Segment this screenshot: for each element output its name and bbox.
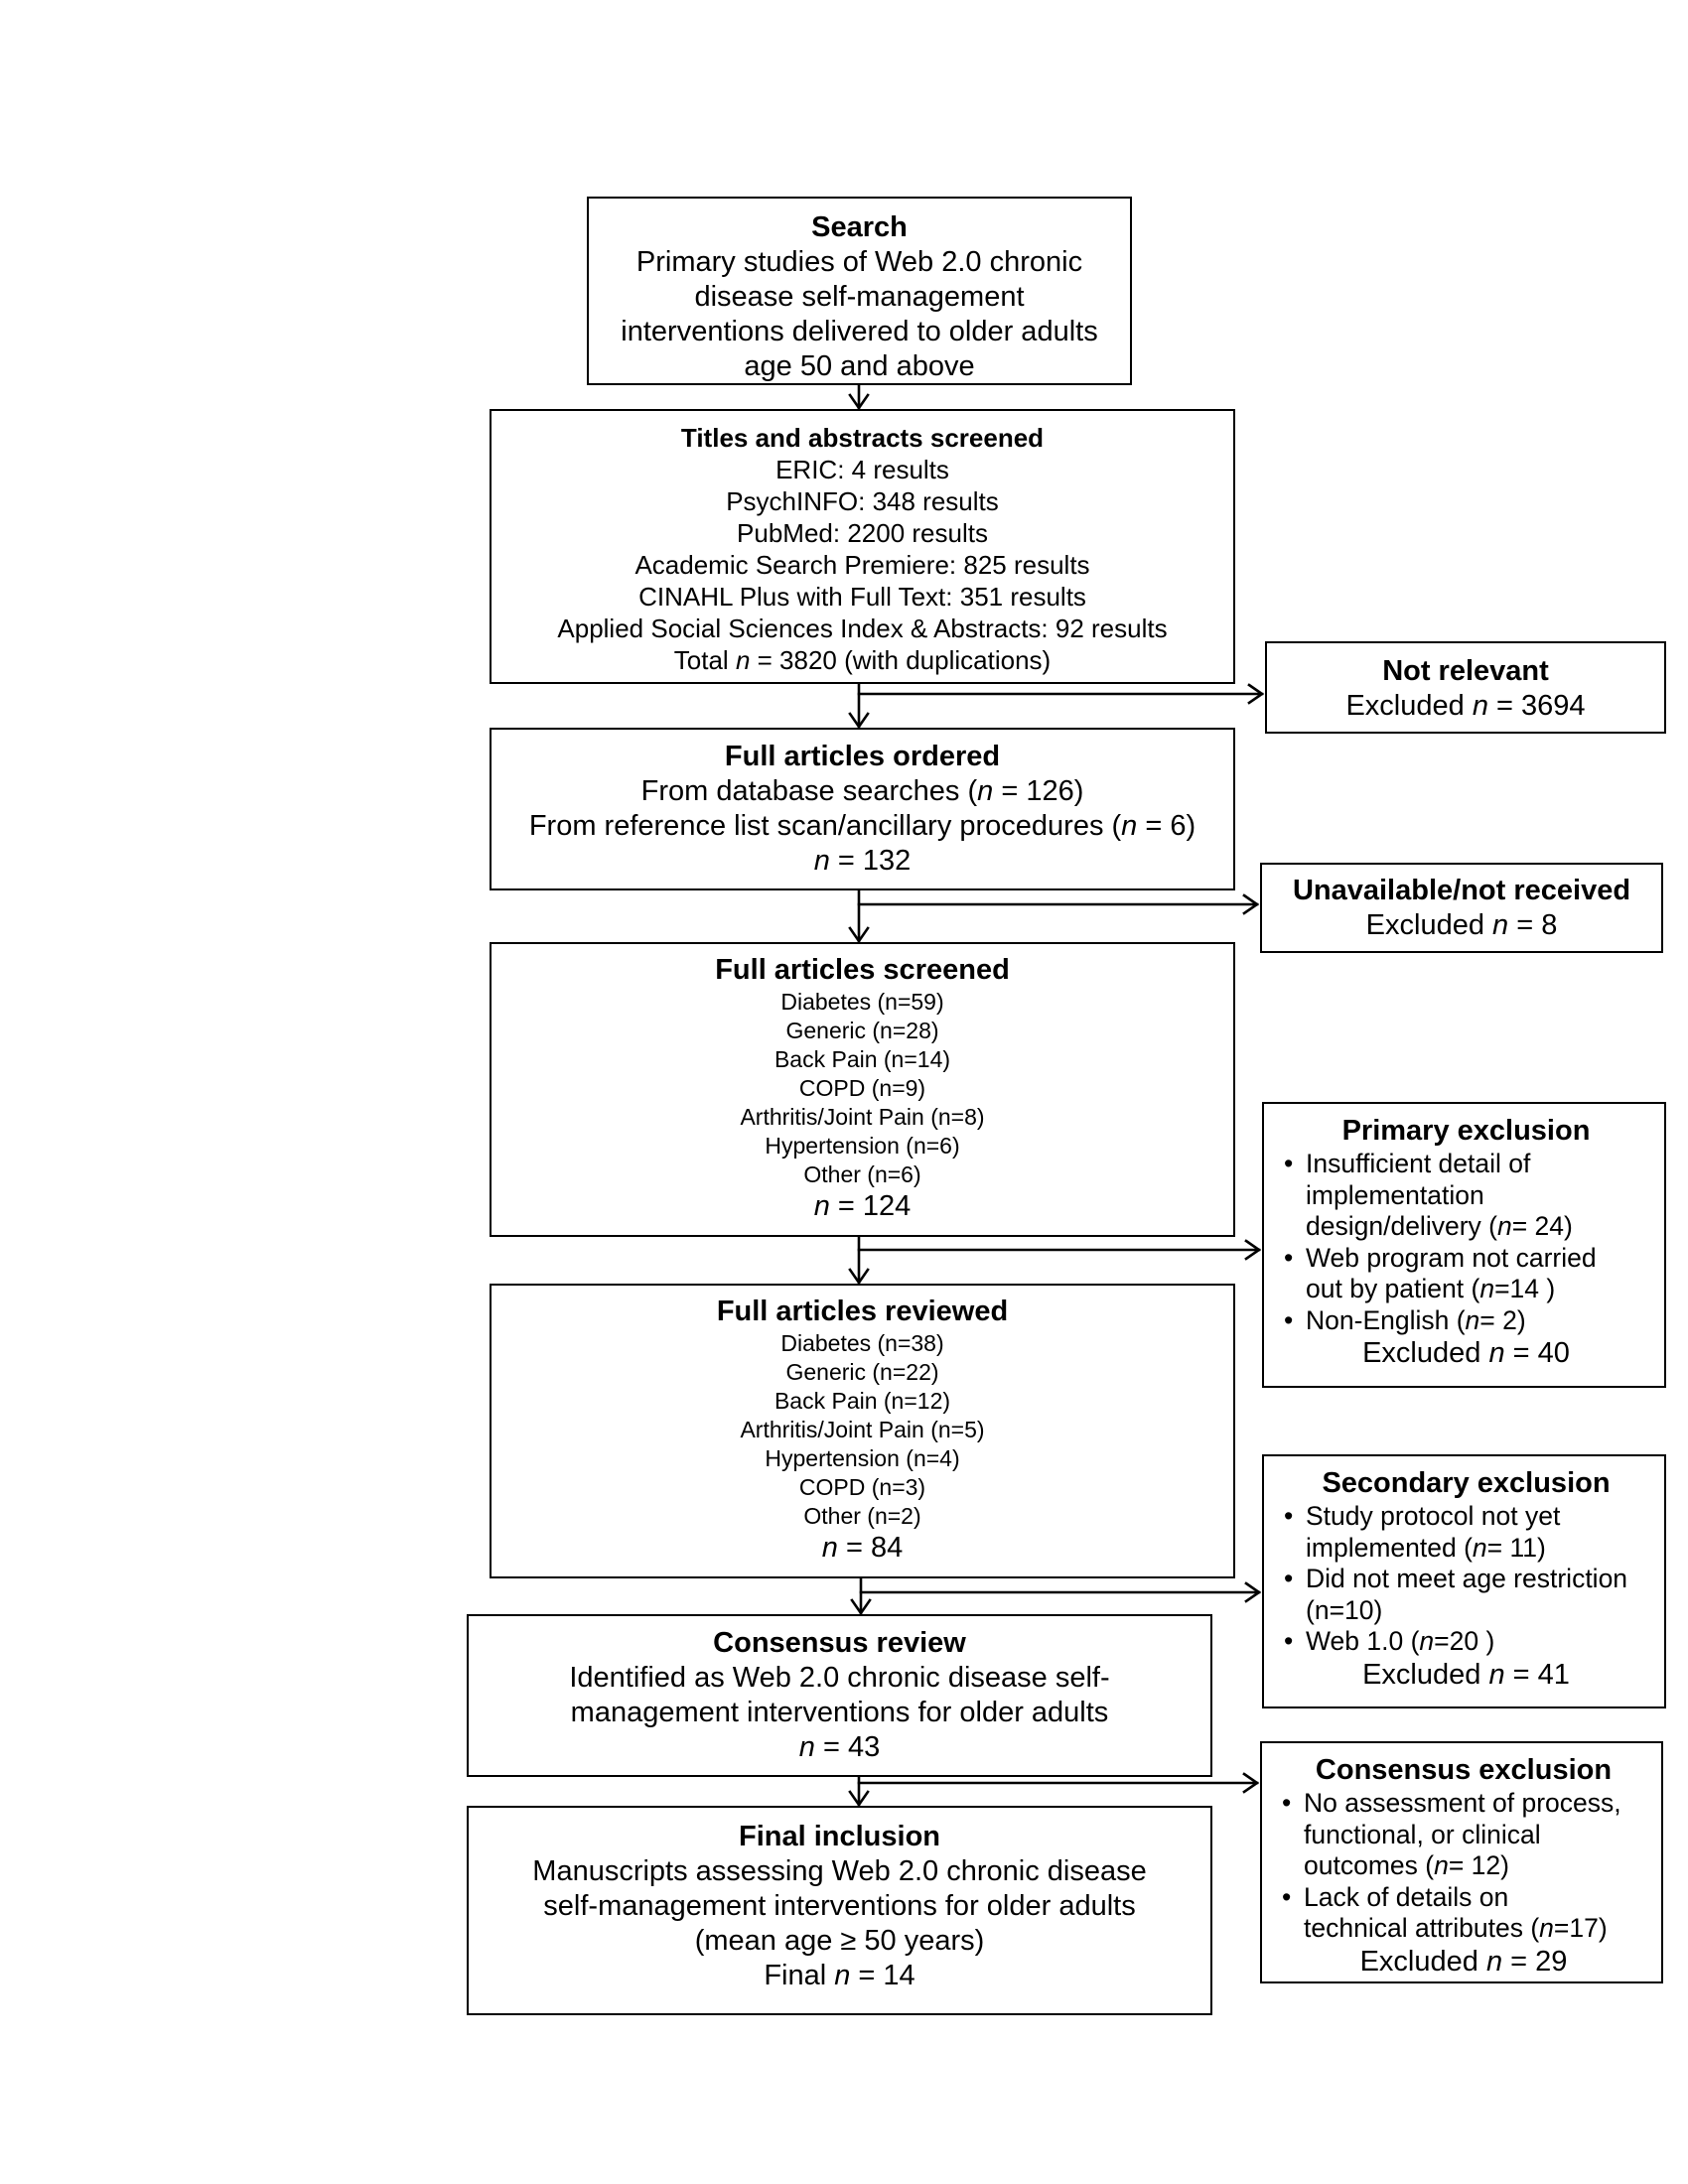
- final-inclusion-box: Final inclusion Manuscripts assessing We…: [467, 1806, 1212, 2015]
- reviewed-title: Full articles reviewed: [716, 1296, 1009, 1327]
- database-result: PsychINFO: 348 results: [726, 486, 999, 516]
- reviewed-total: n = 84: [821, 1532, 904, 1564]
- unavailable-box: Unavailable/not received Excluded n = 8: [1260, 863, 1663, 953]
- screened-title: Full articles screened: [715, 954, 1010, 986]
- exclusion-reason: Study protocol not yet implemented (n= 1…: [1274, 1501, 1658, 1564]
- consensus-review-line: management interventions for older adult…: [570, 1697, 1109, 1728]
- not-relevant-excluded: Excluded n = 3694: [1345, 690, 1586, 722]
- search-title: Search: [811, 211, 908, 243]
- arrowhead: [848, 393, 870, 411]
- arrowhead: [848, 926, 870, 944]
- exclusion-reason: Insufficient detail of implementation de…: [1274, 1149, 1658, 1243]
- condition-count: Hypertension (n=4): [765, 1445, 960, 1471]
- secondary-exclusion-total: Excluded n = 41: [1362, 1658, 1570, 1691]
- primary-exclusion-total: Excluded n = 40: [1362, 1337, 1570, 1369]
- condition-count: Arthritis/Joint Pain (n=5): [740, 1417, 985, 1442]
- condition-count: Generic (n=28): [785, 1018, 939, 1043]
- arrowhead: [850, 1598, 872, 1616]
- exclusion-reason: Web 1.0 (n=20 ): [1274, 1626, 1658, 1658]
- database-result: PubMed: 2200 results: [737, 518, 988, 548]
- consensus-review-total: n = 43: [798, 1731, 881, 1763]
- titles-abstracts-title: Titles and abstracts screened: [680, 423, 1045, 453]
- arrowhead: [1247, 683, 1265, 705]
- not-relevant-box: Not relevant Excluded n = 3694: [1265, 641, 1666, 734]
- final-inclusion-title: Final inclusion: [738, 1821, 940, 1852]
- secondary-exclusion-title: Secondary exclusion: [1322, 1467, 1611, 1499]
- consensus-review-box: Consensus review Identified as Web 2.0 c…: [467, 1614, 1212, 1777]
- final-inclusion-line: (mean age ≥ 50 years): [694, 1925, 985, 1957]
- arrowhead: [1244, 1581, 1262, 1603]
- database-result: ERIC: 4 results: [775, 455, 949, 484]
- exclusion-reason: Did not meet age restriction (n=10): [1274, 1564, 1658, 1626]
- not-relevant-title: Not relevant: [1382, 655, 1549, 687]
- condition-count: COPD (n=3): [798, 1474, 926, 1500]
- search-box: Search Primary studies of Web 2.0 chroni…: [587, 197, 1132, 385]
- database-result: Applied Social Sciences Index & Abstract…: [557, 614, 1168, 643]
- consensus-exclusion-total: Excluded n = 29: [1359, 1945, 1568, 1978]
- exclusion-reason: No assessment of process, functional, or…: [1272, 1788, 1655, 1882]
- ordered-title: Full articles ordered: [724, 741, 1001, 772]
- ordered-total: n = 132: [813, 845, 912, 877]
- condition-count: Diabetes (n=59): [780, 989, 944, 1015]
- condition-count: Other (n=2): [803, 1503, 921, 1529]
- consensus-review-line: Identified as Web 2.0 chronic disease se…: [569, 1662, 1110, 1694]
- search-line: interventions delivered to older adults: [621, 316, 1098, 347]
- condition-count: Generic (n=22): [785, 1359, 939, 1385]
- database-result: CINAHL Plus with Full Text: 351 results: [638, 582, 1086, 612]
- condition-count: Arthritis/Joint Pain (n=8): [740, 1104, 985, 1130]
- final-inclusion-line: Manuscripts assessing Web 2.0 chronic di…: [532, 1855, 1147, 1887]
- consensus-review-title: Consensus review: [713, 1627, 966, 1659]
- exclusion-reason: Lack of details on technical attributes …: [1272, 1882, 1655, 1945]
- condition-count: Back Pain (n=14): [774, 1046, 951, 1072]
- arrowhead: [1244, 1239, 1262, 1261]
- full-articles-reviewed-box: Full articles reviewed Diabetes (n=38) G…: [490, 1284, 1235, 1578]
- condition-count: Other (n=6): [803, 1161, 921, 1187]
- condition-count: Hypertension (n=6): [765, 1133, 960, 1159]
- final-inclusion-line: self-management interventions for older …: [543, 1890, 1136, 1922]
- titles-abstracts-total: Total n = 3820 (with duplications): [673, 645, 1052, 675]
- consensus-exclusion-box: Consensus exclusion No assessment of pro…: [1260, 1741, 1663, 1983]
- primary-exclusion-box: Primary exclusion Insufficient detail of…: [1262, 1102, 1666, 1388]
- arrowhead: [848, 1268, 870, 1286]
- condition-count: Diabetes (n=38): [780, 1330, 944, 1356]
- arrowhead: [848, 712, 870, 730]
- full-articles-ordered-box: Full articles ordered From database sear…: [490, 728, 1235, 890]
- ordered-reference-list: From reference list scan/ancillary proce…: [528, 810, 1196, 842]
- arrowhead: [848, 1790, 870, 1808]
- arrowhead: [1242, 893, 1260, 915]
- unavailable-title: Unavailable/not received: [1292, 875, 1631, 906]
- exclusion-reason: Non-English (n= 2): [1274, 1305, 1658, 1337]
- search-line: disease self-management: [694, 281, 1025, 313]
- full-articles-screened-box: Full articles screened Diabetes (n=59) G…: [490, 942, 1235, 1237]
- secondary-exclusion-box: Secondary exclusion Study protocol not y…: [1262, 1454, 1666, 1708]
- screened-total: n = 124: [813, 1190, 912, 1222]
- search-line: age 50 and above: [744, 350, 975, 382]
- database-result: Academic Search Premiere: 825 results: [634, 550, 1090, 580]
- unavailable-excluded: Excluded n = 8: [1365, 909, 1558, 941]
- consensus-exclusion-title: Consensus exclusion: [1315, 1754, 1613, 1786]
- final-inclusion-total: Final n = 14: [764, 1960, 915, 1991]
- titles-abstracts-box: Titles and abstracts screened ERIC: 4 re…: [490, 409, 1235, 684]
- exclusion-reason: Web program not carried out by patient (…: [1274, 1243, 1658, 1305]
- primary-exclusion-title: Primary exclusion: [1341, 1115, 1591, 1147]
- arrowhead: [1242, 1772, 1260, 1794]
- ordered-database: From database searches (n = 126): [640, 775, 1084, 807]
- condition-count: Back Pain (n=12): [774, 1388, 951, 1414]
- condition-count: COPD (n=9): [798, 1075, 926, 1101]
- search-line: Primary studies of Web 2.0 chronic: [635, 246, 1083, 278]
